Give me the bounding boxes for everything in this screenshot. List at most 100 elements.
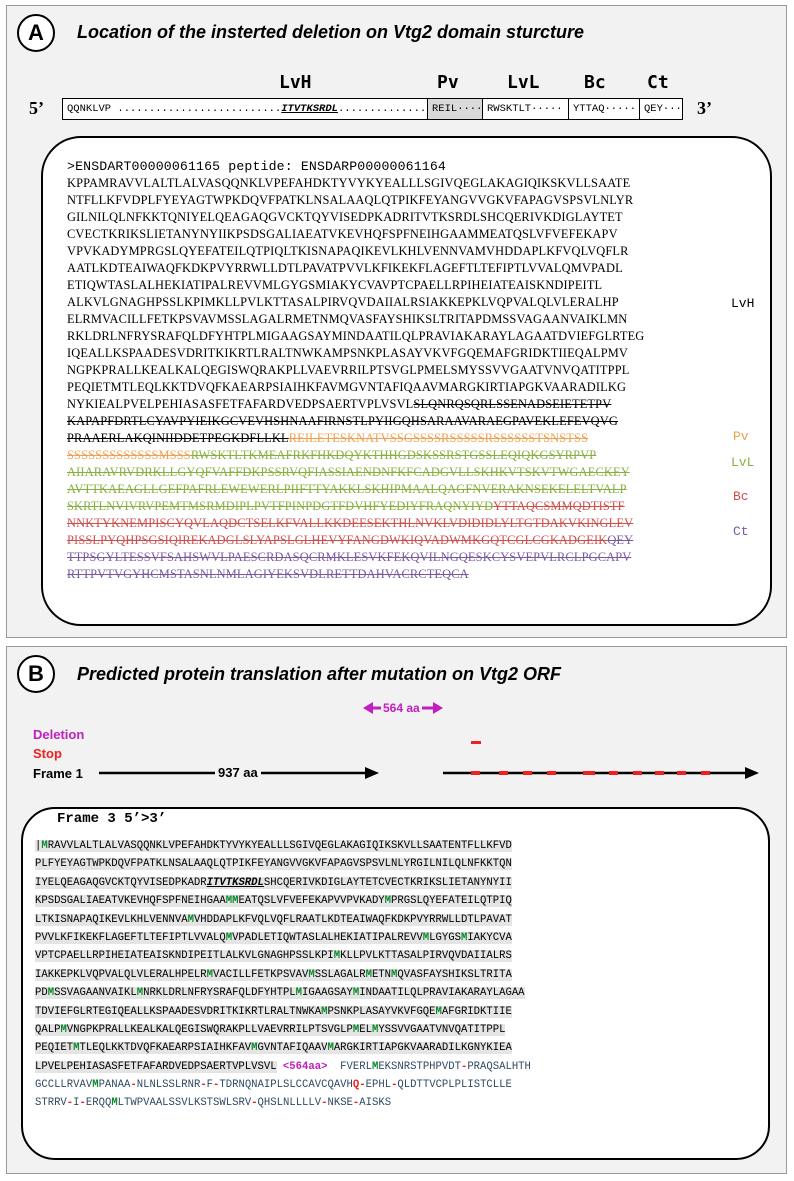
- deletion-size-label: 564 aa: [381, 701, 422, 715]
- sequence-line: GILNILQLNFKKTQNIYELQEAGAQGVCKTQYVISEDPKA…: [67, 209, 644, 226]
- sequence-line: RKLDRLNFRYSRAFQLDFYHTPLMIGAAGSAYMINDAATI…: [67, 328, 644, 345]
- side-label-pv: Pv: [733, 429, 749, 444]
- frame3-segment-m: M: [308, 968, 315, 981]
- sequence-segment-lvl: AIIARAVRVDRKLLGYQFVAFFDKPSSRVQFIASSIAEND…: [67, 465, 630, 479]
- domain-label-ct: Ct: [647, 72, 669, 93]
- sequence-box: [41, 136, 772, 626]
- frame3-line: IYELQEAGAQGVCKTQYVISEDPKADRITVTKSRDLSHCQ…: [35, 874, 531, 892]
- sequence-segment-ct: RTTPVTVGYHCMSTASNLNMLAGIYEKSVDLRETTDAHVA…: [67, 567, 469, 581]
- domain-label-lvh: LvH: [279, 72, 312, 93]
- frame3-segment-m: M: [422, 931, 430, 944]
- sequence-line: PEQIETMTLEQLKKTDVQFKAEARPSIAIHKFAVMGVNTA…: [67, 379, 644, 396]
- frame3-line: |MRAVVLALTLALVASQQNKLVPEFAHDKTYVYKYEALLL…: [35, 837, 531, 855]
- sequence-line: VPVKADYMPRGSLQYEFATEILQTPIQLTKISNAPAQIKE…: [67, 243, 644, 260]
- frame3-line: IAKKEPKLVQPVALQLVLERALHPELRMVACILLFETKPS…: [35, 966, 531, 984]
- sequence-segment-n: CVECTKRIKSLIETANYNYIIKPSDSGALIAEATVKEVHQ…: [67, 227, 618, 241]
- frame3-segment-t: QLDTTVCPLPLISTCLLE: [397, 1079, 512, 1092]
- legend-frame1: Frame 1: [33, 766, 83, 781]
- frame3-segment-t: QHSLNLLLLV: [257, 1097, 322, 1110]
- frame3-segment-t: F: [206, 1079, 214, 1092]
- frame3-line: PVVLKFIKEKFLAGEFTLTEFIPTLVVALQMVPADLETIQ…: [35, 929, 531, 947]
- frame3-segment-r: -: [79, 1097, 86, 1110]
- frame3-segment-n: SSLAGALR: [314, 968, 366, 981]
- frame3-header: Frame 3 5’>3’: [57, 811, 167, 827]
- frame3-line: GCCLLRVAVMPANAA-NLNLSSLRNR-F-TDRNQNAIPLS…: [35, 1076, 531, 1094]
- sequence-segment-bc: NNKTYKNEMPISCYQVLAQDCTSELKFVALLKKDEESEKT…: [67, 516, 634, 530]
- frame3-segment-m: M: [384, 895, 392, 908]
- frame3-segment-n: LGYGS: [429, 931, 461, 944]
- sequence-segment-pv: REILETESKNATVSSGSSSSRSSSSSRSSSSSSTSNSTSS: [288, 431, 589, 445]
- frame3-segment-m: M: [352, 1023, 360, 1036]
- sequence-segment-n: NGPKPRALLKEALKALQEGISWQRAKPLLVAEVRRILPTS…: [67, 363, 630, 377]
- sequence-segment-lvl: SKRTLNVIVRVPEMTMSRMDIPLPVTFPINPDGTFDVHFY…: [67, 499, 494, 513]
- legend-stop: Stop: [33, 746, 62, 761]
- frame3-segment-n: AFGRIDKTIIE: [441, 1005, 512, 1018]
- frame3-segment-n: LTKISNAPAQIKEVLKHLVENNVA: [35, 913, 188, 926]
- frame3-segment-m: M: [435, 1005, 442, 1018]
- sequence-segment-ns: KAPAPFDRTLCYAVPYIEIKGCVEVHSHNAAFIRNSTLPY…: [67, 414, 618, 428]
- sequence-line: PISSLPYQHPSGSIQIREKADGLSLYAPSLGLHEVYFANG…: [67, 532, 644, 549]
- frame3-line: QALPMVNGPKPRALLKEALKALQEGISWQRAKPLLVAEVR…: [35, 1021, 531, 1039]
- frame3-line: LTKISNAPAQIKEVLKHLVENNVAMVHDDAPLKFVQLVQF…: [35, 911, 531, 929]
- sequence-line: ALKVLGNAGHPSSLKPIMKLLPVLKTTASALPIRVQVDAI…: [67, 294, 644, 311]
- domain-segment-pv: REIL·····: [428, 99, 483, 119]
- frame3-segment-t: AISKS: [359, 1097, 392, 1110]
- frame3-segment-m: M: [41, 840, 48, 852]
- frame3-line: TDVIEFGLRTEGIQEALLKSPAADESVDRITKIKRTLRAL…: [35, 1003, 531, 1021]
- frame3-segment-n: SHCQERIVKDIGLAYTETCVECTKRIKSLIETANYNYII: [263, 876, 512, 889]
- frame3-line: STRRV-I-ERQQMLTWPVAALSSVLKSTSWLSRV-QHSLN…: [35, 1094, 531, 1112]
- frame3-segment-r: -: [200, 1079, 207, 1092]
- stop-mark: [471, 741, 481, 744]
- frame3-segment-m: M: [225, 931, 233, 944]
- frame3-segment-n: IGAAGSAY: [302, 987, 353, 1000]
- three-prime-label: 3’: [697, 98, 712, 118]
- frame3-segment-m: M: [187, 913, 194, 926]
- sequence-segment-ns: SLQNRQSQRLSSENADSEIETETPV: [413, 397, 612, 411]
- sequence-line: AVTTKAEAGLLGEFPAFRLEWEWERLPIIFTTYAKKLSKH…: [67, 481, 644, 498]
- lvh-prefix: QQNKLVP ..........................: [67, 103, 282, 115]
- sequence-segment-n: NYKIEALPVELPEHIASASFETFAFARDVEDPSAERTVPL…: [67, 397, 414, 411]
- frame3-segment-n: PLFYEYAGTWPKDQVFPATKLNSALAAQLQTPIKFEYANG…: [35, 858, 512, 871]
- sequence-segment-n: NTFLLKFVDPLFYEYAGTWPKDQVFPATKLNSALAAQLQT…: [67, 193, 634, 207]
- sequence-line: KAPAPFDRTLCYAVPYIEIKGCVEVHSHNAAFIRNSTLPY…: [67, 413, 644, 430]
- sequence-segment-n: VPVKADYMPRGSLQYEFATEILQTPIQLTKISNAPAQIKE…: [67, 244, 629, 258]
- domain-label-pv: Pv: [437, 72, 459, 93]
- frame3-segment-m: M: [295, 987, 303, 1000]
- panel-a: A Location of the insterted deletion on …: [6, 5, 787, 638]
- frame3-segment-n: TDVIEFGLRTEGIQEALLKSPAADESVDRITKIKRTLRAL…: [35, 1005, 322, 1018]
- sequence-line: NNKTYKNEMPISCYQVLAQDCTSELKFVALLKKDEESEKT…: [67, 515, 644, 532]
- frame3-segment-m: M: [352, 987, 360, 1000]
- frame3-segment-r: Q: [352, 1079, 360, 1092]
- domain-segment-lvh: QQNKLVP ..........................ITVTKS…: [63, 99, 428, 119]
- frame3-segment-m: M: [60, 1023, 67, 1036]
- sequence-line: NTFLLKFVDPLFYEYAGTWPKDQVFPATKLNSALAAQLQT…: [67, 192, 644, 209]
- frame3-line: PEQIETMTLEQLKKTDVQFKAEARPSIAIHKFAVMGVNTA…: [35, 1039, 531, 1057]
- domain-segment-bc: YTTAQ·····: [569, 99, 640, 119]
- sequence-segment-ct: QEY: [607, 533, 634, 547]
- frame3-segment-m: M: [111, 1097, 118, 1110]
- sequence-segment-n: KPPAMRAVVLALTLALVASQQNKLVPEFAHDKTYVYKYEA…: [67, 176, 631, 190]
- frame3-segment-n: EL: [359, 1023, 372, 1036]
- frame3-segment-d: <564aa>: [276, 1060, 334, 1073]
- vtg2-peptide-sequence: KPPAMRAVVLALTLALVASQQNKLVPEFAHDKTYVYKYEA…: [67, 175, 644, 583]
- frame3-segment-t: EPHL: [365, 1079, 392, 1092]
- frame3-segment-m: M: [73, 1042, 80, 1055]
- sequence-line: AATLKDTEAIWAQFKDKPVYRRWLLDTLPAVATPVVLKFI…: [67, 260, 644, 277]
- frame1-length-label: 937 aa: [215, 765, 261, 781]
- sequence-line: SKRTLNVIVRVPEMTMSRMDIPLPVTFPINPDGTFDVHFY…: [67, 498, 644, 515]
- frame3-segment-t: NLNLSSLRNR: [136, 1079, 201, 1092]
- panel-b-title: Predicted protein translation after muta…: [77, 664, 562, 684]
- frame3-segment-n: TLEQLKKTDVQFKAEARPSIAIHKFAV: [79, 1042, 252, 1055]
- domain-structure-bar: QQNKLVP ..........................ITVTKS…: [62, 98, 683, 120]
- frame3-segment-m: M: [206, 968, 214, 981]
- frame3-segment-r: -: [359, 1079, 366, 1092]
- frame3-segment-n: IAKYCVA: [467, 931, 512, 944]
- sequence-line: NGPKPRALLKEALKALQEGISWQRAKPLLVAEVRRILPTS…: [67, 362, 644, 379]
- frame3-translation: |MRAVVLALTLALVASQQNKLVPEFAHDKTYVYKYEALLL…: [35, 837, 531, 1113]
- sequence-segment-bc: PISSLPYQHPSGSIQIREKADGLSLYAPSLGLHEVYFANG…: [67, 533, 608, 547]
- frame3-segment-m: M: [92, 1079, 99, 1092]
- frame3-segment-n: PSNKPLASAYVKVFGQE: [327, 1005, 436, 1018]
- sequence-segment-lvl: RWSKTLTKMEAFRKFHKDQYKTHHGDSKSSRSTGSSLEQI…: [190, 448, 597, 462]
- frame3-segment-m: M: [327, 1042, 334, 1055]
- sequence-line: ELRMVACILLFETKPSVAVMSSLAGALRMETNMQVASFAY…: [67, 311, 644, 328]
